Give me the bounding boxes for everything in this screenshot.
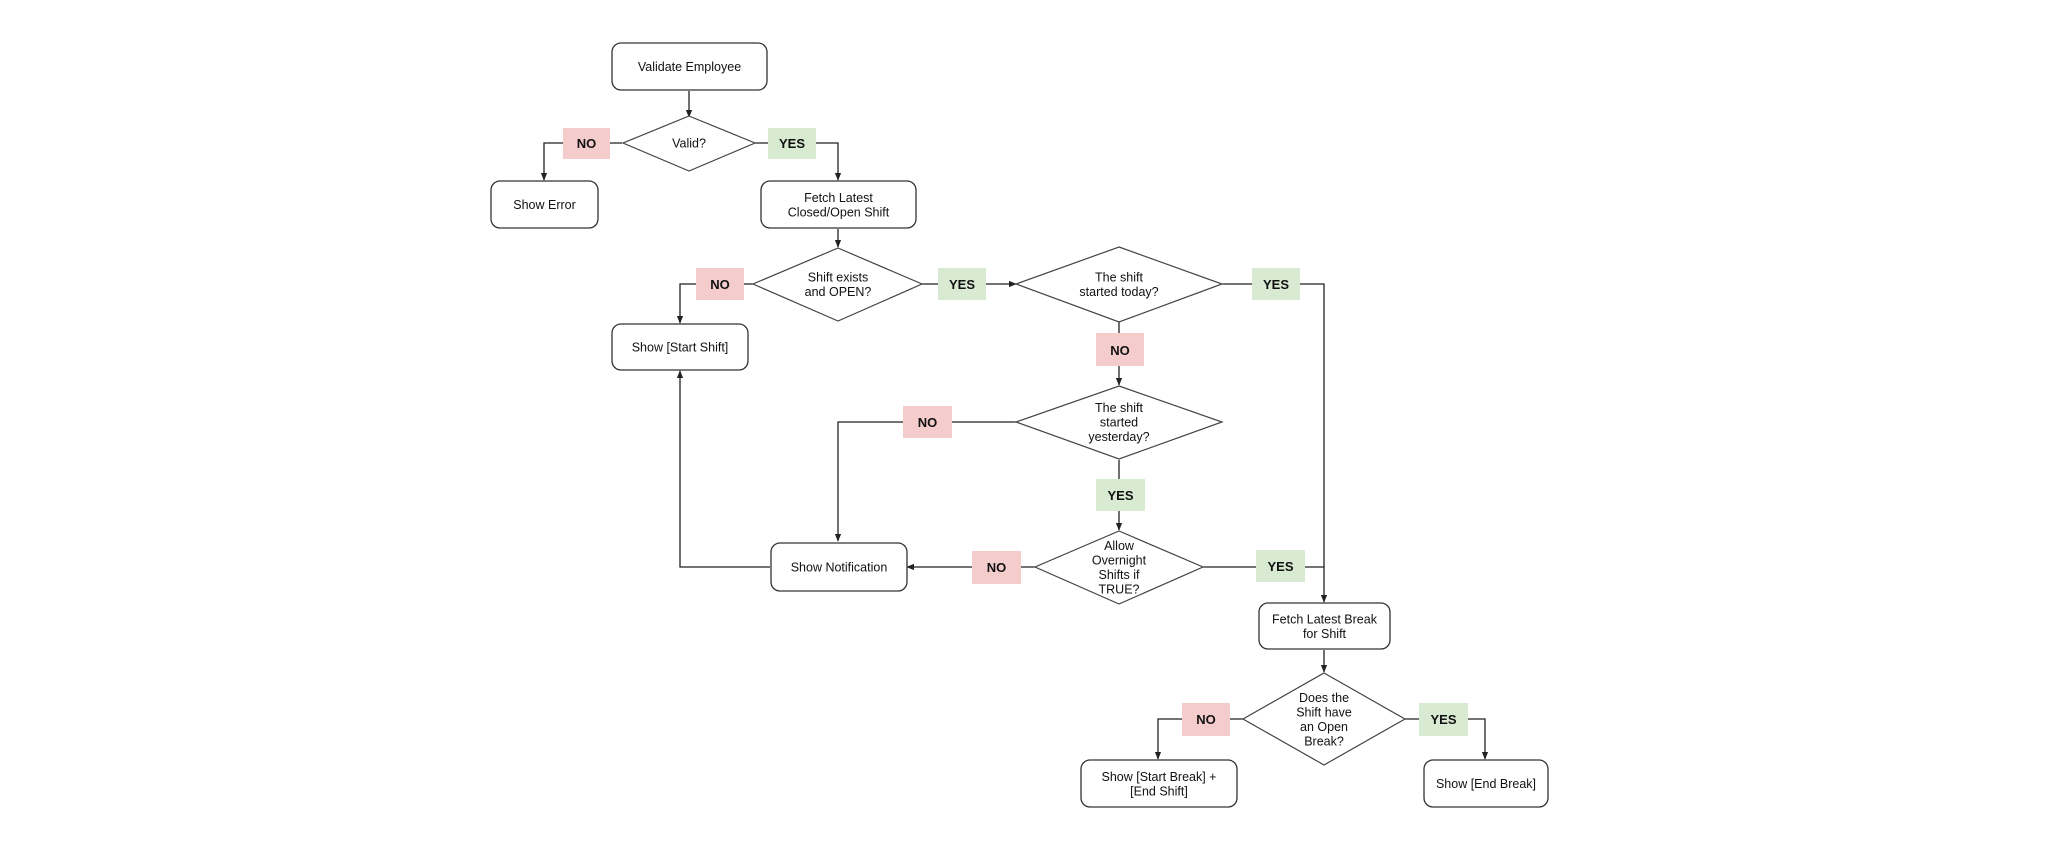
svg-text:YES: YES [1107,488,1133,503]
svg-text:NO: NO [987,560,1007,575]
yes-badge: YES [768,128,816,159]
node-label-line: for Shift [1303,627,1347,641]
node-label-line: Show [End Break] [1436,777,1536,791]
node-label-line: Show [Start Shift] [632,341,729,355]
validate-employee-node: Validate Employee [611,42,768,91]
node-label-line: Fetch Latest [804,191,873,205]
yes-badge: YES [938,268,986,300]
yes-badge: YES [1096,479,1145,511]
yes-badge: YES [1256,550,1305,582]
node-label-line: Valid? [672,137,706,151]
svg-text:YES: YES [949,277,975,292]
nodes: Validate Employee Show Error Fetch Lates… [490,42,1549,808]
yes-badge: YES [1419,703,1468,736]
show-error-node: Show Error [490,180,599,229]
no-badge: NO [563,128,610,159]
node-label-line: Shift have [1296,705,1352,719]
no-badge: NO [972,551,1021,584]
node-label: Show [Start Shift] [632,341,729,355]
svg-text:YES: YES [1263,277,1289,292]
svg-text:YES: YES [1267,559,1293,574]
node-label-line: Show Notification [791,561,888,575]
node-label-line: Closed/Open Shift [788,205,890,219]
svg-text:NO: NO [577,136,597,151]
no-badge: NO [1096,333,1144,366]
node-label-line: started [1100,416,1138,430]
valid-decision: Valid? [621,115,757,172]
svg-text:YES: YES [1430,712,1456,727]
svg-text:NO: NO [1196,712,1216,727]
svg-text:YES: YES [779,136,805,151]
node-label-line: Overnight [1092,553,1147,567]
show-start-break-node: Show [Start Break] +[End Shift] [1080,759,1238,808]
node-label-line: The shift [1095,401,1143,415]
node-label: Validate Employee [638,60,741,74]
badges: NO YES NO YES YES NO NO YES [563,128,1468,736]
node-label-line: and OPEN? [805,285,872,299]
svg-text:NO: NO [918,415,938,430]
node-label: Valid? [672,137,706,151]
node-label-line: yesterday? [1088,430,1149,444]
node-label-line: [End Shift] [1130,784,1188,798]
show-start-shift-node: Show [Start Shift] [611,323,749,371]
no-badge: NO [903,406,952,438]
node-label-line: Break? [1304,734,1344,748]
no-badge: NO [696,268,744,300]
node-label: Show Error [513,198,576,212]
node-label-line: Shifts if [1099,568,1141,582]
node-label-line: Allow [1104,539,1135,553]
node-label-line: Show [Start Break] + [1102,770,1217,784]
node-label: Show [End Break] [1436,777,1536,791]
node-label: Show [Start Break] +[End Shift] [1102,770,1217,799]
edge-yesterday-no-to-notification [834,421,1016,542]
edges [540,91,1489,760]
svg-text:NO: NO [710,277,730,292]
edge-notification-to-start-shift [676,370,770,568]
show-end-break-node: Show [End Break] [1423,759,1549,808]
node-label-line: Does the [1299,691,1349,705]
node-label-line: Shift exists [808,270,868,284]
yes-badge: YES [1252,268,1300,300]
node-label-line: Validate Employee [638,60,741,74]
svg-text:NO: NO [1110,343,1130,358]
node-label-line: started today? [1079,285,1158,299]
node-label-line: TRUE? [1099,582,1140,596]
show-notification-node: Show Notification [770,542,908,592]
node-label-line: Show Error [513,198,576,212]
no-badge: NO [1182,703,1230,736]
node-label-line: Fetch Latest Break [1272,612,1378,626]
node-label-line: The shift [1095,270,1143,284]
node-label-line: an Open [1300,720,1348,734]
node-label: Show Notification [791,561,888,575]
